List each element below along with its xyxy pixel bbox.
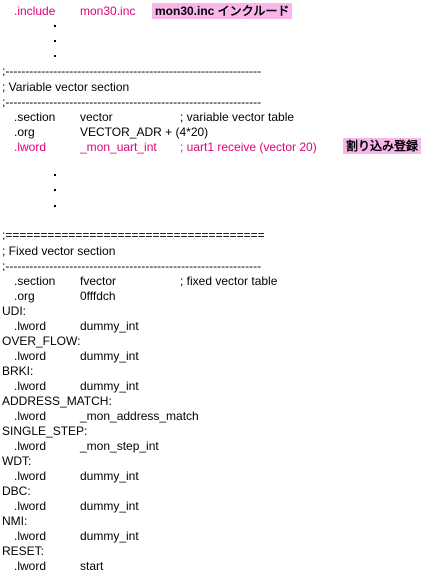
vector-label: RESET: [2, 544, 45, 558]
vector-label: SINGLE_STEP: [2, 424, 88, 438]
include-file: mon30.inc [80, 4, 136, 18]
code-op: .section [14, 110, 56, 124]
separator-dash: ;---------------------------------------… [2, 261, 262, 271]
vector-label: WDT: [2, 454, 32, 468]
ellipsis-dot [54, 189, 56, 191]
code-arg: 0fffdch [80, 289, 116, 303]
code-op: .lword [14, 379, 47, 393]
code-op: .org [14, 289, 35, 303]
code-arg: vector [80, 110, 113, 124]
code-comment: ; variable vector table [180, 110, 295, 124]
code-op: .lword [14, 559, 47, 573]
ellipsis-dot [54, 25, 56, 27]
code-op: .lword [14, 529, 47, 543]
code-arg: fvector [80, 274, 117, 288]
code-op: .org [14, 125, 35, 139]
code-arg: dummy_int [80, 469, 139, 483]
ellipsis-dot [54, 40, 56, 42]
code-comment: ; fixed vector table [180, 274, 278, 288]
code-arg: _mon_address_match [80, 409, 199, 423]
code-op: .lword [14, 409, 47, 423]
ellipsis-dot [54, 174, 56, 176]
include-directive: .include [14, 4, 56, 18]
code-arg: dummy_int [80, 379, 139, 393]
variable-section-comment: ; Variable vector section [2, 80, 130, 94]
vector-label: BRKI: [2, 364, 34, 378]
code-arg: VECTOR_ADR + (4*20) [80, 125, 209, 139]
vector-label: OVER_FLOW: [2, 334, 81, 348]
code-arg: start [80, 559, 104, 573]
code-op: .lword [14, 499, 47, 513]
include-note-badge: mon30.inc インクルード [152, 3, 293, 19]
separator-dash: ;---------------------------------------… [2, 66, 262, 76]
code-arg: dummy_int [80, 499, 139, 513]
separator-equals: ;===================================== [2, 230, 265, 240]
code-op: .lword [14, 140, 47, 154]
vector-label: NMI: [2, 514, 28, 528]
fixed-section-comment: ; Fixed vector section [2, 244, 116, 258]
interrupt-registration-badge: 割り込み登録 [343, 138, 422, 154]
ellipsis-dot [54, 205, 56, 207]
code-op: .lword [14, 319, 47, 333]
code-arg: _mon_uart_int [80, 140, 157, 154]
ellipsis-dot [54, 55, 56, 57]
code-comment: ; uart1 receive (vector 20) [180, 140, 317, 154]
vector-label: DBC: [2, 484, 31, 498]
code-op: .lword [14, 439, 47, 453]
code-arg: dummy_int [80, 349, 139, 363]
code-op: .section [14, 274, 56, 288]
code-op: .lword [14, 349, 47, 363]
code-arg: _mon_step_int [80, 439, 159, 453]
code-arg: dummy_int [80, 529, 139, 543]
code-arg: dummy_int [80, 319, 139, 333]
code-op: .lword [14, 469, 47, 483]
separator-dash: ;---------------------------------------… [2, 97, 262, 107]
vector-label: UDI: [2, 304, 26, 318]
vector-label: ADDRESS_MATCH: [2, 394, 112, 408]
